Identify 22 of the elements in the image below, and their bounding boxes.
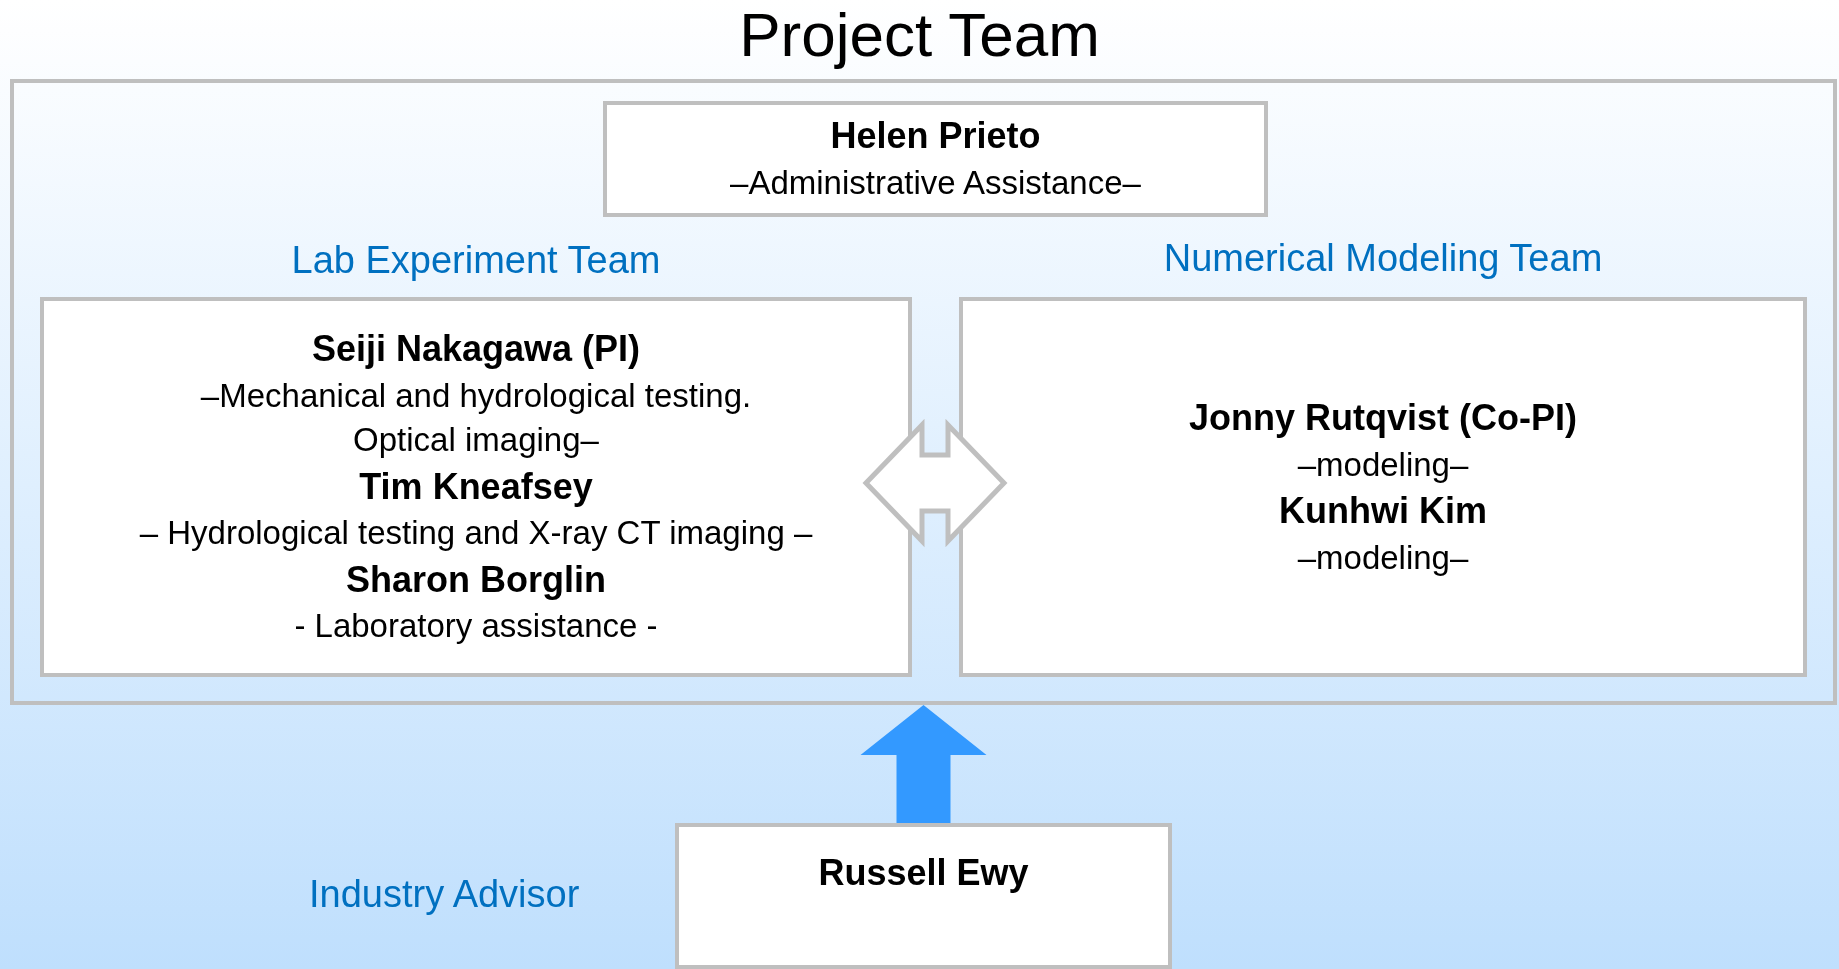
person-box xyxy=(675,823,1172,969)
person-name: Sharon Borglin xyxy=(345,557,607,602)
role-label: Industry Advisor xyxy=(309,873,580,916)
person-name: Helen Prieto xyxy=(829,114,1042,159)
team-frame xyxy=(10,79,1837,705)
role-description: –modeling– xyxy=(1296,537,1470,578)
block-arrow xyxy=(860,705,987,823)
person-box xyxy=(603,101,1268,217)
person-name: Kunhwi Kim xyxy=(1278,489,1488,533)
person-name: Jonny Rutqvist (Co-PI) xyxy=(1188,395,1578,440)
person-name: Tim Kneafsey xyxy=(358,464,594,509)
person-name: Seiji Nakagawa (PI) xyxy=(310,327,642,371)
role-description: - Laboratory assistance - xyxy=(293,606,659,647)
team-heading: Numerical Modeling Team xyxy=(1162,237,1604,280)
role-description: –Mechanical and hydrological testing. Optical imaging– xyxy=(199,375,753,461)
role-description: –Administrative Assistance– xyxy=(729,163,1142,203)
double-arrow xyxy=(862,418,1008,548)
team-heading: Lab Experiment Team xyxy=(290,239,662,282)
person-name: Russell Ewy xyxy=(817,851,1030,895)
diagram-title: Project Team xyxy=(738,0,1101,70)
role-description: –modeling– xyxy=(1296,444,1470,485)
role-description: – Hydrological testing and X-ray CT imaging – xyxy=(138,513,814,554)
